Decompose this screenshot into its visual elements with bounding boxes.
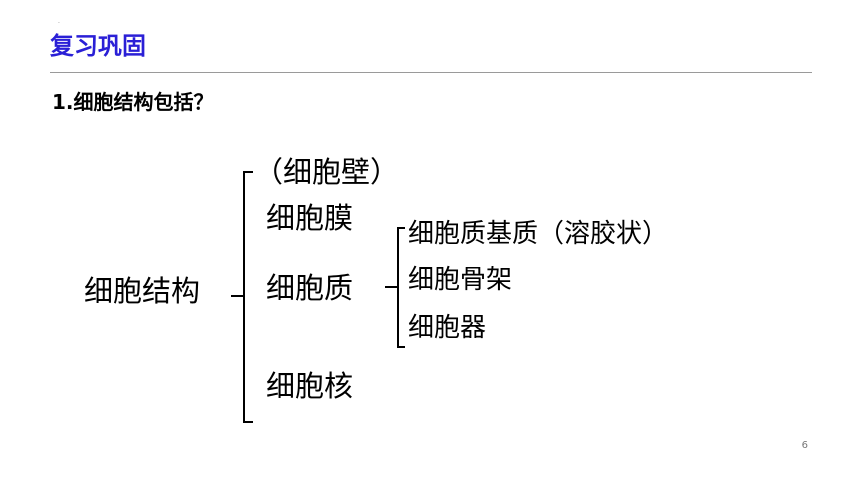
page-number: 6 [801,440,808,451]
cell-wall-label: （细胞壁） [254,155,400,189]
organelles-label: 细胞器 [408,313,487,343]
title-divider [50,72,812,73]
decorative-dot: . [58,18,60,25]
slide-title: 复习巩固 [50,32,146,60]
question-text: 1.细胞结构包括？ [52,90,214,114]
root-label: 细胞结构 [84,274,201,308]
cytoplasm-label: 细胞质 [266,271,354,305]
cytoskeleton-label: 细胞骨架 [408,265,513,295]
cell-membrane-label: 细胞膜 [266,201,354,235]
nucleus-label: 细胞核 [266,369,354,403]
cytoplasmic-matrix-label: 细胞质基质（溶胶状） [408,219,669,249]
main-bracket [243,171,253,423]
